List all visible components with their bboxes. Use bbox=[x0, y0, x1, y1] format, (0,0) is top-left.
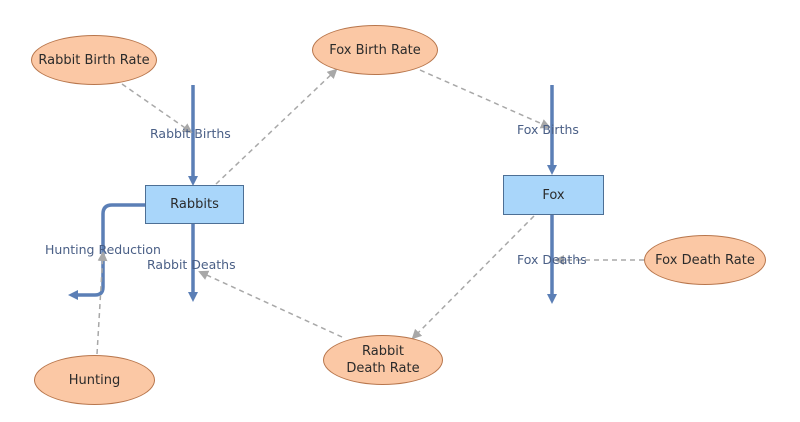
hunting-reduction-flow[interactable] bbox=[68, 203, 145, 300]
rabbits-stock[interactable]: Rabbits bbox=[145, 185, 244, 224]
rabbit-births-label: Rabbit Births bbox=[150, 126, 231, 141]
link-rabbit-birth-rate-to-births[interactable] bbox=[121, 83, 193, 134]
fox-death-rate-label: Fox Death Rate bbox=[655, 252, 755, 268]
rabbit-death-rate-node[interactable]: Rabbit Death Rate bbox=[323, 335, 443, 385]
fox-birth-rate-node[interactable]: Fox Birth Rate bbox=[312, 25, 438, 75]
hunting-node[interactable]: Hunting bbox=[34, 355, 155, 405]
rabbits-label: Rabbits bbox=[170, 197, 219, 212]
rabbit-birth-rate-label: Rabbit Birth Rate bbox=[38, 52, 150, 68]
fox-deaths-label: Fox Deaths bbox=[517, 252, 587, 267]
rabbit-death-rate-label: Rabbit Death Rate bbox=[346, 344, 420, 376]
link-hunting-to-reduction[interactable] bbox=[96, 251, 108, 355]
rabbit-deaths-label: Rabbit Deaths bbox=[147, 257, 236, 272]
rabbit-birth-rate-node[interactable]: Rabbit Birth Rate bbox=[31, 35, 157, 85]
hunting-label: Hunting bbox=[68, 372, 121, 388]
link-fox-birth-rate-to-fox-births[interactable] bbox=[419, 69, 551, 129]
fox-stock[interactable]: Fox bbox=[503, 175, 604, 215]
link-rabbit-death-rate-to-deaths[interactable] bbox=[198, 270, 343, 338]
fox-death-rate-node[interactable]: Fox Death Rate bbox=[644, 235, 766, 285]
hunting-reduction-label: Hunting Reduction bbox=[45, 242, 161, 257]
fox-label: Fox bbox=[542, 187, 565, 203]
link-rabbits-to-fox-birth-rate[interactable] bbox=[215, 68, 338, 185]
fox-births-label: Fox Births bbox=[517, 122, 579, 137]
fox-birth-rate-label: Fox Birth Rate bbox=[329, 42, 421, 58]
link-fox-to-rabbit-death-rate[interactable] bbox=[411, 215, 535, 340]
